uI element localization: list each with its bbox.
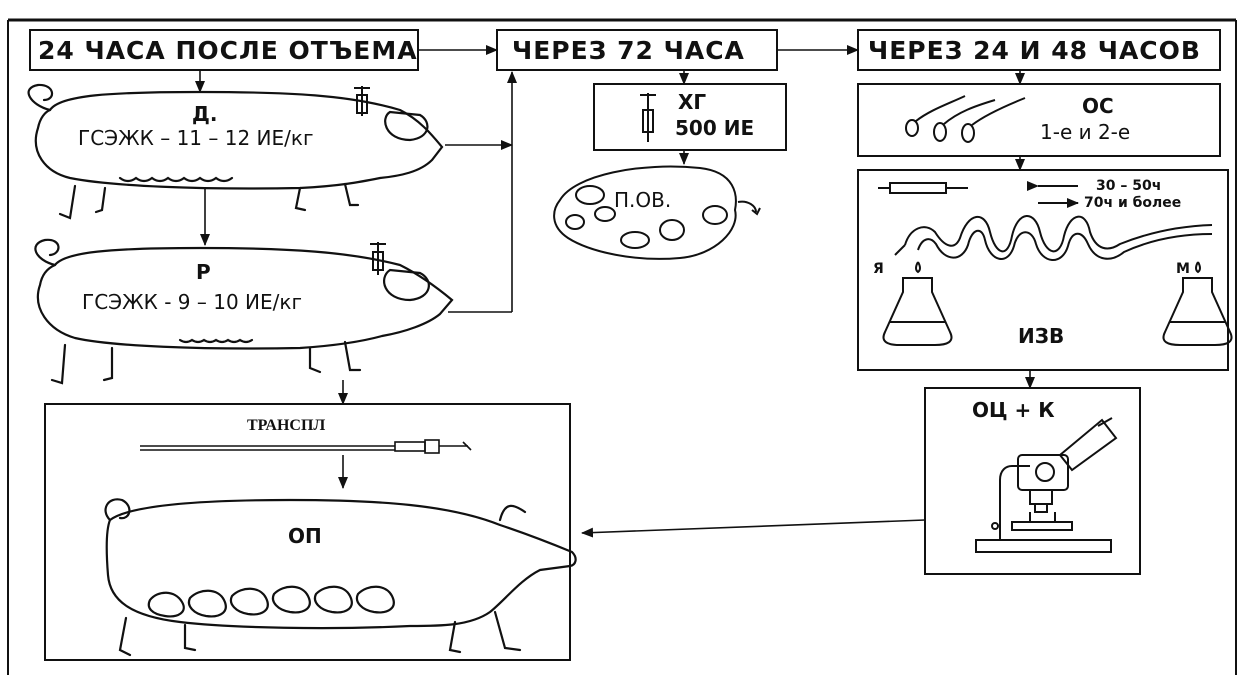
donor-dose: ГСЭЖК – 11 – 12 ИЕ/кг xyxy=(78,128,313,148)
box-after-weaning-label: 24 ЧАСА ПОСЛЕ ОТЪЕМА xyxy=(38,38,418,63)
recovery-left-marker: Я xyxy=(873,262,884,276)
recovery-time-1: 30 – 50ч xyxy=(1096,179,1161,193)
recovery-time-2: 70ч и более xyxy=(1084,196,1181,210)
box-after-24-48h-label: ЧЕРЕЗ 24 И 48 ЧАСОВ xyxy=(868,38,1201,63)
hg-dose: 500 ИЕ xyxy=(675,118,754,138)
recovery-right-marker: М xyxy=(1176,262,1190,276)
connectors xyxy=(200,50,1030,533)
ovary-illustration xyxy=(554,167,760,259)
donor-letter: Д. xyxy=(192,104,217,124)
box-after-72h-label: ЧЕРЕЗ 72 ЧАСА xyxy=(512,38,745,63)
syringe-icon xyxy=(354,86,370,116)
hg-label: ХГ xyxy=(678,92,706,112)
microscope-icon xyxy=(976,418,1116,552)
evaluation-label: ОЦ + К xyxy=(972,400,1055,420)
insemination-label: ОС xyxy=(1082,96,1114,116)
insemination-times: 1-е и 2-е xyxy=(1040,122,1130,142)
transfer-title: ТРАНСПЛ xyxy=(247,418,325,434)
transfer-catheter-icon xyxy=(140,440,471,453)
donor-pig-illustration xyxy=(29,85,442,218)
syringe-icon-3 xyxy=(640,93,656,142)
syringe-icon-2 xyxy=(370,242,386,275)
recipient-dose: ГСЭЖК - 9 – 10 ИЕ/кг xyxy=(82,292,302,312)
ovary-label: П.ОВ. xyxy=(614,190,671,210)
recipient-letter: Р xyxy=(196,262,211,282)
sow-with-piglets-illustration xyxy=(106,499,576,655)
sperm-icons xyxy=(906,96,1025,142)
recovery-label: ИЗВ xyxy=(1018,326,1064,346)
sow-label: ОП xyxy=(288,526,322,546)
